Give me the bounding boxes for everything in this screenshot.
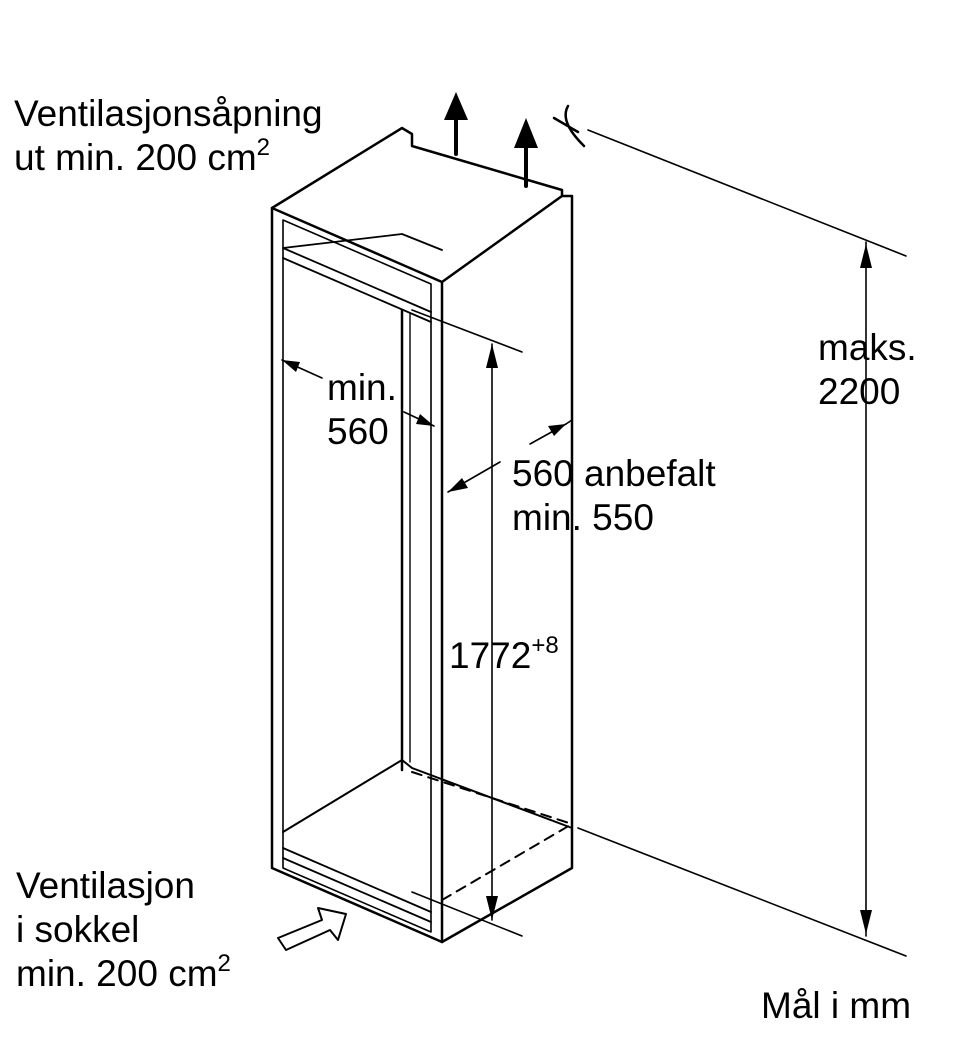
arrow-down-left-icon [448,478,468,492]
label-vent-plinth-line2: i sokkel [16,909,140,950]
label-niche-height-value: 1772 [449,635,532,676]
label-vent-out-sup: 2 [256,134,271,161]
cabinet-niche [270,126,574,944]
label-vent-plinth-sup: 2 [217,950,231,977]
label-vent-plinth-line1: Ventilasjon [16,865,195,906]
label-min-width-line1: min. [327,367,397,408]
niche-height-dimension [411,309,523,937]
vent-out-arrows [444,92,538,188]
arrow-up-right-icon [548,424,566,436]
label-max-height-line1: maks. [818,327,917,368]
vent-arrow-head-1 [444,92,468,120]
niche-top-shelf [282,233,443,323]
plinth-vent-arrow-icon [277,907,347,951]
extension-line-bottom [577,827,907,957]
label-min-width-line2: 560 [327,411,389,452]
arrow-right-icon [416,414,434,426]
width-dimension [281,359,435,427]
niche-inner-front-edge [282,219,432,933]
label-max-height: maks. 2200 [818,326,917,414]
label-vent-out-line1: Ventilasjonsåpning [14,93,323,134]
label-max-height-line2: 2200 [818,371,901,412]
arrow-up-icon [860,244,872,268]
label-vent-plinth-text: min. 200 cm [16,953,218,994]
arrow-down-icon [486,896,498,920]
extension-line-niche-top [411,309,523,353]
niche-bottom-floor [282,759,573,833]
label-vent-plinth: Ventilasjon i sokkel min. 200 cm2 [16,864,231,1001]
label-niche-height-tolerance: +8 [531,632,559,659]
arrow-down-icon [860,910,872,934]
label-depth-line1: 560 anbefalt [512,453,716,494]
arrow-up-icon [486,344,498,368]
vent-arrow-head-2 [514,118,538,148]
label-units: Mål i mm [761,985,912,1026]
extension-line-depth [565,419,573,425]
label-vent-out-text: ut min. 200 cm [14,137,257,178]
label-niche-height: 1772+8 [449,632,559,683]
extension-line-top [587,129,907,257]
depth-dimension [447,419,573,493]
arrow-left-icon [282,360,300,372]
extension-line-niche-bottom [411,891,523,937]
label-vent-out: Ventilasjonsåpning ut min. 200 cm2 [14,92,323,185]
break-symbol-icon [552,104,586,148]
niche-plinth [282,847,432,923]
label-depth: 560 anbefalt min. 550 [512,452,716,540]
niche-front-face [270,206,444,944]
label-min-width: min. 560 [327,366,397,454]
max-height-dimension [577,129,907,957]
niche-right-side [440,194,574,944]
label-vent-plinth-line3: min. 200 cm2 [16,950,231,1001]
label-vent-out-line2: ut min. 200 cm2 [14,134,323,185]
label-depth-line2: min. 550 [512,497,654,538]
